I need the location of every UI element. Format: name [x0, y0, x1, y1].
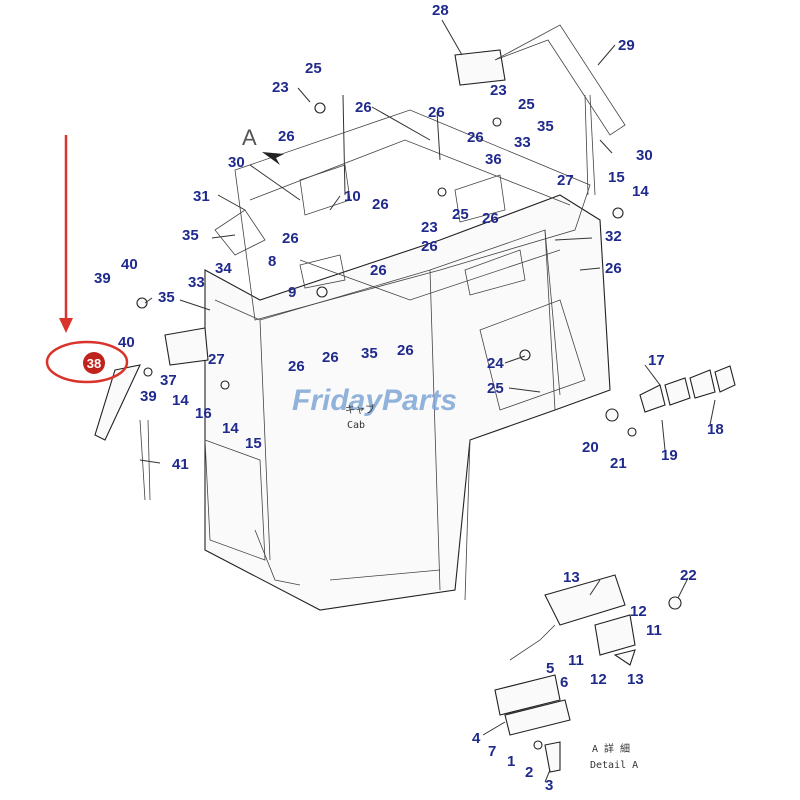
highlight-marker: 38 — [45, 135, 129, 384]
callout-label: 23 — [272, 79, 289, 96]
callout-label: 26 — [288, 358, 305, 375]
callout-label: 26 — [372, 196, 389, 213]
callout-label: 35 — [158, 289, 175, 306]
view-direction-arrow-icon — [262, 152, 284, 165]
callout-label: 6 — [560, 674, 568, 691]
callout-label: 1 — [507, 753, 515, 770]
view-letter-a: A — [242, 125, 257, 150]
callout-label: 20 — [582, 439, 599, 456]
callout-label: 33 — [188, 274, 205, 291]
detail-label-jp: A 詳 細 — [592, 742, 630, 755]
cab-label-en: Cab — [347, 420, 365, 431]
callout-label: 35 — [182, 227, 199, 244]
callout-label: 28 — [432, 2, 449, 19]
callout-label: 22 — [680, 567, 697, 584]
callout-label: 35 — [537, 118, 554, 135]
detail-label-en: Detail A — [590, 760, 638, 771]
callout-label: 24 — [487, 355, 504, 372]
callout-label: 26 — [355, 99, 372, 116]
callout-label: 17 — [648, 352, 665, 369]
callout-label: 11 — [568, 652, 584, 669]
callout-label: 26 — [370, 262, 387, 279]
clip-set — [639, 365, 736, 413]
callout-label: 26 — [482, 210, 499, 227]
callout-label: 41 — [172, 456, 189, 473]
callout-label: 33 — [514, 134, 531, 151]
callout-label: 15 — [245, 435, 262, 452]
callout-label: 15 — [608, 169, 625, 186]
callout-label: 26 — [467, 129, 484, 146]
callout-label: 11 — [646, 622, 662, 639]
callout-label: 9 — [288, 284, 296, 301]
callout-label: 21 — [610, 455, 627, 472]
callout-label: 31 — [193, 188, 210, 205]
callout-label: 14 — [222, 420, 239, 437]
callout-label: 30 — [636, 147, 653, 164]
callout-label: 14 — [632, 183, 649, 200]
callout-label: 25 — [305, 60, 322, 77]
callout-label: 34 — [215, 260, 232, 277]
callout-label: 18 — [707, 421, 724, 438]
cab-frame — [204, 109, 611, 611]
watermark: FridayParts — [292, 384, 457, 417]
callout-label: 26 — [428, 104, 445, 121]
callout-label: 29 — [618, 37, 635, 54]
callout-numbers: 28 29 25 23 26 26 23 25 35 26 33 30 30 2… — [94, 2, 724, 794]
bolts-and-washers — [136, 102, 682, 610]
watermark-text: FridayParts — [292, 384, 457, 417]
wiper-assembly-rear — [454, 24, 626, 196]
callout-label: 35 — [361, 345, 378, 362]
callout-label: 12 — [590, 671, 607, 688]
callout-label: 8 — [268, 253, 276, 270]
highlight-arrowhead-icon — [59, 318, 73, 333]
callout-label: 27 — [208, 351, 225, 368]
callout-label: 27 — [557, 172, 574, 189]
callout-label: 26 — [605, 260, 622, 277]
callout-label: 32 — [605, 228, 622, 245]
callout-label: 5 — [546, 660, 554, 677]
callout-label: 4 — [472, 730, 481, 747]
leader-lines — [139, 19, 716, 783]
callout-label: 39 — [140, 388, 157, 405]
callout-label: 23 — [490, 82, 507, 99]
callout-label: 37 — [160, 372, 177, 389]
callout-label: 30 — [228, 154, 245, 171]
callout-label: 26 — [421, 238, 438, 255]
callout-label: 26 — [278, 128, 295, 145]
callout-label: 12 — [630, 603, 647, 620]
callout-label: 10 — [344, 188, 361, 205]
callout-label: 26 — [397, 342, 414, 359]
callout-label: 25 — [487, 380, 504, 397]
detail-a-drawing — [494, 574, 636, 773]
callout-label: 36 — [485, 151, 502, 168]
highlight-ring — [45, 340, 129, 384]
highlight-badge — [83, 352, 105, 374]
callout-label: 25 — [452, 206, 469, 223]
callout-label: 3 — [545, 777, 553, 794]
callout-label: 16 — [195, 405, 212, 422]
cab-label-jp: キャブ — [345, 403, 375, 416]
callout-label: 26 — [282, 230, 299, 247]
wiper-assembly-front — [94, 327, 209, 501]
callout-label: 40 — [118, 334, 135, 351]
callout-label: 2 — [525, 764, 533, 781]
callout-label: 13 — [627, 671, 644, 688]
highlight-badge-label: 38 — [87, 356, 101, 371]
callout-label: 7 — [488, 743, 496, 760]
callout-label: 26 — [322, 349, 339, 366]
callout-label: 13 — [563, 569, 580, 586]
callout-label: 39 — [94, 270, 111, 287]
callout-label: 19 — [661, 447, 678, 464]
callout-label: 23 — [421, 219, 438, 236]
callout-label: 40 — [121, 256, 138, 273]
callout-label: 25 — [518, 96, 535, 113]
callout-label: 14 — [172, 392, 189, 409]
